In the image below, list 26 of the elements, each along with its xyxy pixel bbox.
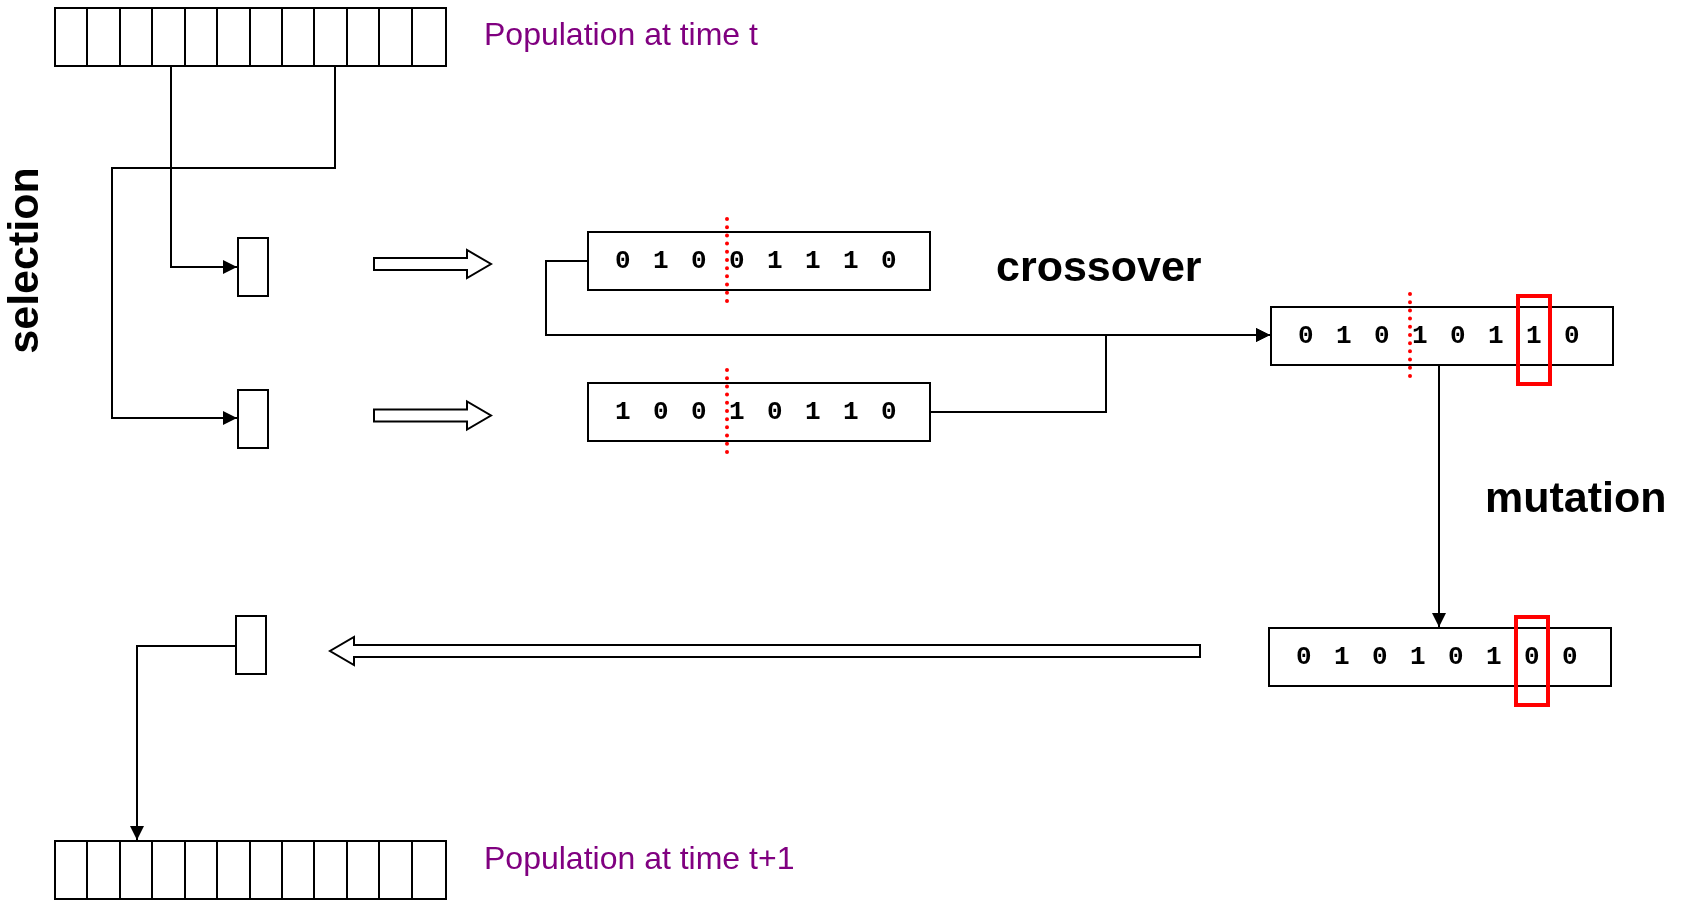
arrow bbox=[930, 328, 1271, 413]
step-label: crossover bbox=[996, 242, 1202, 291]
bit-string: 0 1 0 1 0 1 0 0 bbox=[1296, 642, 1582, 672]
population-array bbox=[54, 840, 447, 900]
arrow bbox=[170, 66, 238, 274]
hollow-arrow bbox=[373, 248, 493, 280]
step-label: mutation bbox=[1485, 473, 1667, 522]
individual-box bbox=[235, 615, 267, 675]
bit-string: 0 1 0 0 1 1 1 0 bbox=[615, 246, 901, 276]
hollow-arrow bbox=[328, 635, 1201, 667]
population-array bbox=[54, 7, 447, 67]
chromosome-box bbox=[1270, 306, 1614, 366]
chromosome-box bbox=[1268, 627, 1612, 687]
bit-string: 1 0 0 1 0 1 1 0 bbox=[615, 397, 901, 427]
individual-box bbox=[237, 237, 269, 297]
arrow bbox=[1432, 365, 1446, 628]
chromosome-box bbox=[587, 231, 931, 291]
arrow bbox=[111, 66, 336, 425]
chromosome-box bbox=[587, 382, 931, 442]
bit-string: 0 1 0 1 0 1 1 0 bbox=[1298, 321, 1584, 351]
population-label: Population at time t+1 bbox=[484, 840, 795, 877]
arrow bbox=[130, 645, 236, 841]
hollow-arrow bbox=[373, 399, 493, 432]
step-label: selection bbox=[0, 167, 48, 354]
individual-box bbox=[237, 389, 269, 449]
population-label: Population at time t bbox=[484, 16, 758, 53]
